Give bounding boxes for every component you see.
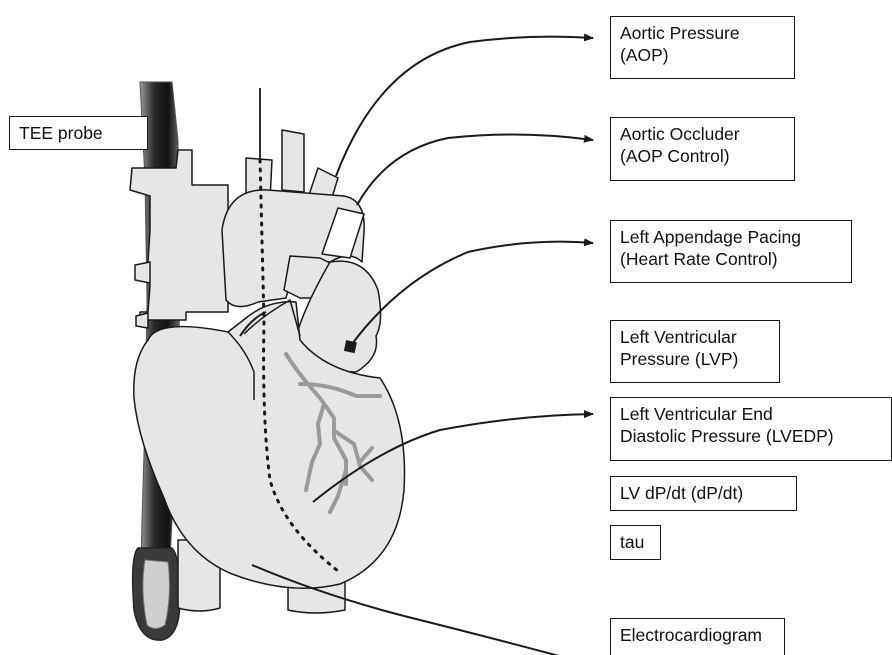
- label-line: Diastolic Pressure (LVEDP): [620, 425, 882, 447]
- label-line: Pressure (LVP): [620, 348, 770, 370]
- label-line: (AOP): [620, 44, 785, 66]
- label-line: Left Ventricular: [620, 326, 770, 348]
- label-line: Electrocardiogram: [620, 624, 775, 646]
- aortic-occluder-label: Aortic Occluder (AOP Control): [610, 117, 795, 181]
- arrow-aop: [336, 37, 593, 176]
- electrocardiogram-label: Electrocardiogram: [610, 618, 785, 655]
- label-line: Left Ventricular End: [620, 403, 882, 425]
- label-line: (Heart Rate Control): [620, 248, 842, 270]
- label-line: Aortic Occluder: [620, 123, 785, 145]
- label-line: tau: [620, 531, 651, 553]
- lvedp-label: Left Ventricular End Diastolic Pressure …: [610, 397, 892, 461]
- tau-label: tau: [610, 525, 661, 560]
- label-line: (AOP Control): [620, 145, 785, 167]
- tee-probe-label: TEE probe: [9, 116, 148, 150]
- lvp-label: Left Ventricular Pressure (LVP): [610, 320, 780, 383]
- pacing-electrode: [344, 340, 357, 353]
- arrow-pacing: [352, 242, 593, 344]
- left-appendage-pacing-label: Left Appendage Pacing (Heart Rate Contro…: [610, 220, 852, 283]
- label-line: LV dP/dt (dP/dt): [620, 482, 787, 504]
- arrow-aortic-occluder: [357, 134, 593, 205]
- label-line: Left Appendage Pacing: [620, 226, 842, 248]
- label-line: TEE probe: [19, 122, 138, 144]
- label-line: Aortic Pressure: [620, 22, 785, 44]
- dpdt-label: LV dP/dt (dP/dt): [610, 476, 797, 511]
- aortic-pressure-label: Aortic Pressure (AOP): [610, 16, 795, 79]
